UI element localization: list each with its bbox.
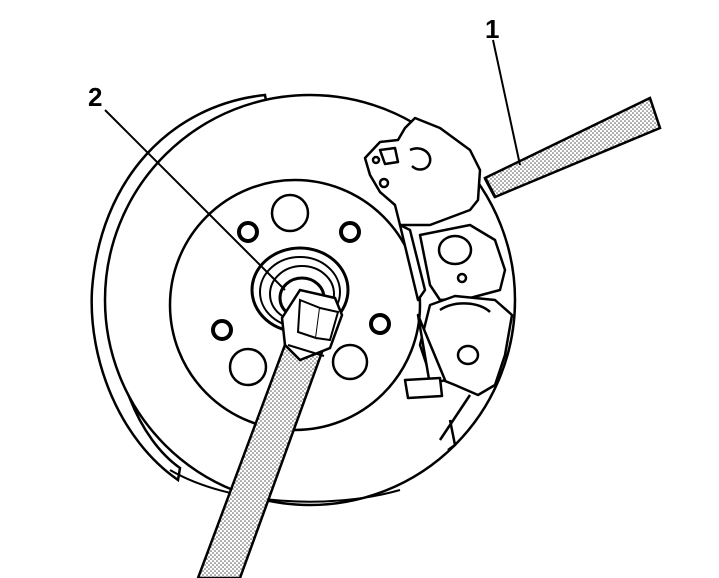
hub-large-hole — [228, 347, 268, 387]
callout-label-1: 1 — [485, 14, 500, 44]
lug-hole — [237, 221, 259, 243]
callout-label-2: 2 — [88, 82, 103, 112]
caliper-bracket — [363, 116, 514, 452]
lug-hole — [339, 221, 361, 243]
tool-2-wrench — [196, 288, 344, 578]
tool-1-pry-bar — [483, 96, 662, 199]
hub-large-hole — [270, 193, 310, 233]
lug-hole — [211, 319, 233, 341]
leader-line-1 — [492, 39, 521, 166]
leader-line-2 — [104, 109, 286, 291]
lug-hole — [369, 313, 391, 335]
tool-1-tip — [483, 177, 497, 198]
hub-large-hole — [331, 343, 369, 381]
rotor-bottom-edge — [169, 469, 401, 503]
